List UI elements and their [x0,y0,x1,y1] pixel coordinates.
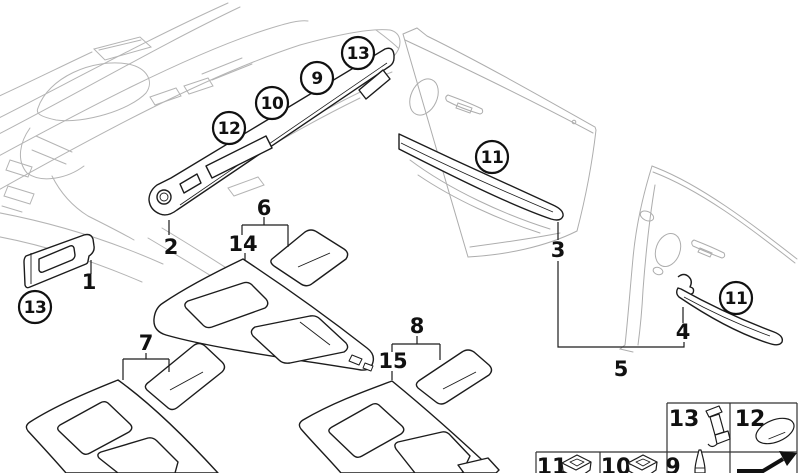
part-label-15[interactable]: 15 [378,349,407,373]
rear-door-trim-part4 [676,273,784,346]
legend-num-13: 13 [669,407,700,432]
legend-table: 13 12 11 10 [535,402,798,473]
center-console-part15 [298,380,500,473]
part-label-5[interactable]: 5 [614,357,629,381]
part-label-3[interactable]: 3 [551,238,566,262]
legend-num-10: 10 [601,455,632,473]
callout-12-dashboard-num: 12 [218,119,241,139]
part-label-4[interactable]: 4 [676,320,691,344]
expansion-rivet-icon [694,449,706,473]
callout-12-dashboard[interactable]: 12 [211,110,247,146]
armrest-lid-part7 [144,342,226,411]
front-door-trim-part3 [398,133,564,221]
part-label-2[interactable]: 2 [164,235,179,259]
legend-num-11: 11 [537,455,568,473]
part-label-6[interactable]: 6 [257,196,272,220]
legend-cell-12: 12 [735,407,795,445]
legend-cell-9: 9 [665,449,706,473]
callout-11-front-door[interactable]: 11 [474,139,510,175]
dashboard-sketch [0,2,401,285]
part-label-7[interactable]: 7 [139,331,154,355]
callout-13-left-trim[interactable]: 13 [17,289,53,325]
callout-13-dashboard[interactable]: 13 [340,35,376,71]
legend-cell-13: 13 [669,405,731,448]
mounting-clip-icon [561,454,592,473]
callout-13-left-trim-num: 13 [24,298,47,318]
oval-cover-icon [755,417,795,445]
center-console-part14 [153,258,375,372]
armrest-lid-part6 [270,229,349,287]
part-label-8[interactable]: 8 [410,314,425,338]
legend-num-9: 9 [665,455,680,473]
left-trim-strip-part1 [23,233,95,289]
leader-lines [90,217,685,380]
armrest-lid-part8 [415,349,493,405]
callout-11-rear-door[interactable]: 11 [718,280,754,316]
legend-cell-arrow [737,451,797,473]
dashboard-trim-strip-part2 [148,47,395,216]
callout-10-dashboard-num: 10 [261,94,284,114]
retaining-clip-icon [705,405,731,448]
legend-cell-10: 10 [601,454,658,473]
callout-10-dashboard[interactable]: 10 [254,85,290,121]
part-label-14[interactable]: 14 [228,232,257,256]
mounting-clip-icon [627,454,658,473]
callout-9-dashboard[interactable]: 9 [299,60,335,96]
callout-9-dashboard-num: 9 [311,69,322,89]
callout-11-rear-door-num: 11 [725,289,748,309]
part-label-1[interactable]: 1 [82,270,97,294]
continuation-arrow-icon [737,451,797,473]
center-console-part7 [25,379,219,473]
rear-door-sketch [618,165,798,353]
legend-cell-11: 11 [537,454,592,473]
callout-11-front-door-num: 11 [481,148,504,168]
callout-13-dashboard-num: 13 [347,44,370,64]
